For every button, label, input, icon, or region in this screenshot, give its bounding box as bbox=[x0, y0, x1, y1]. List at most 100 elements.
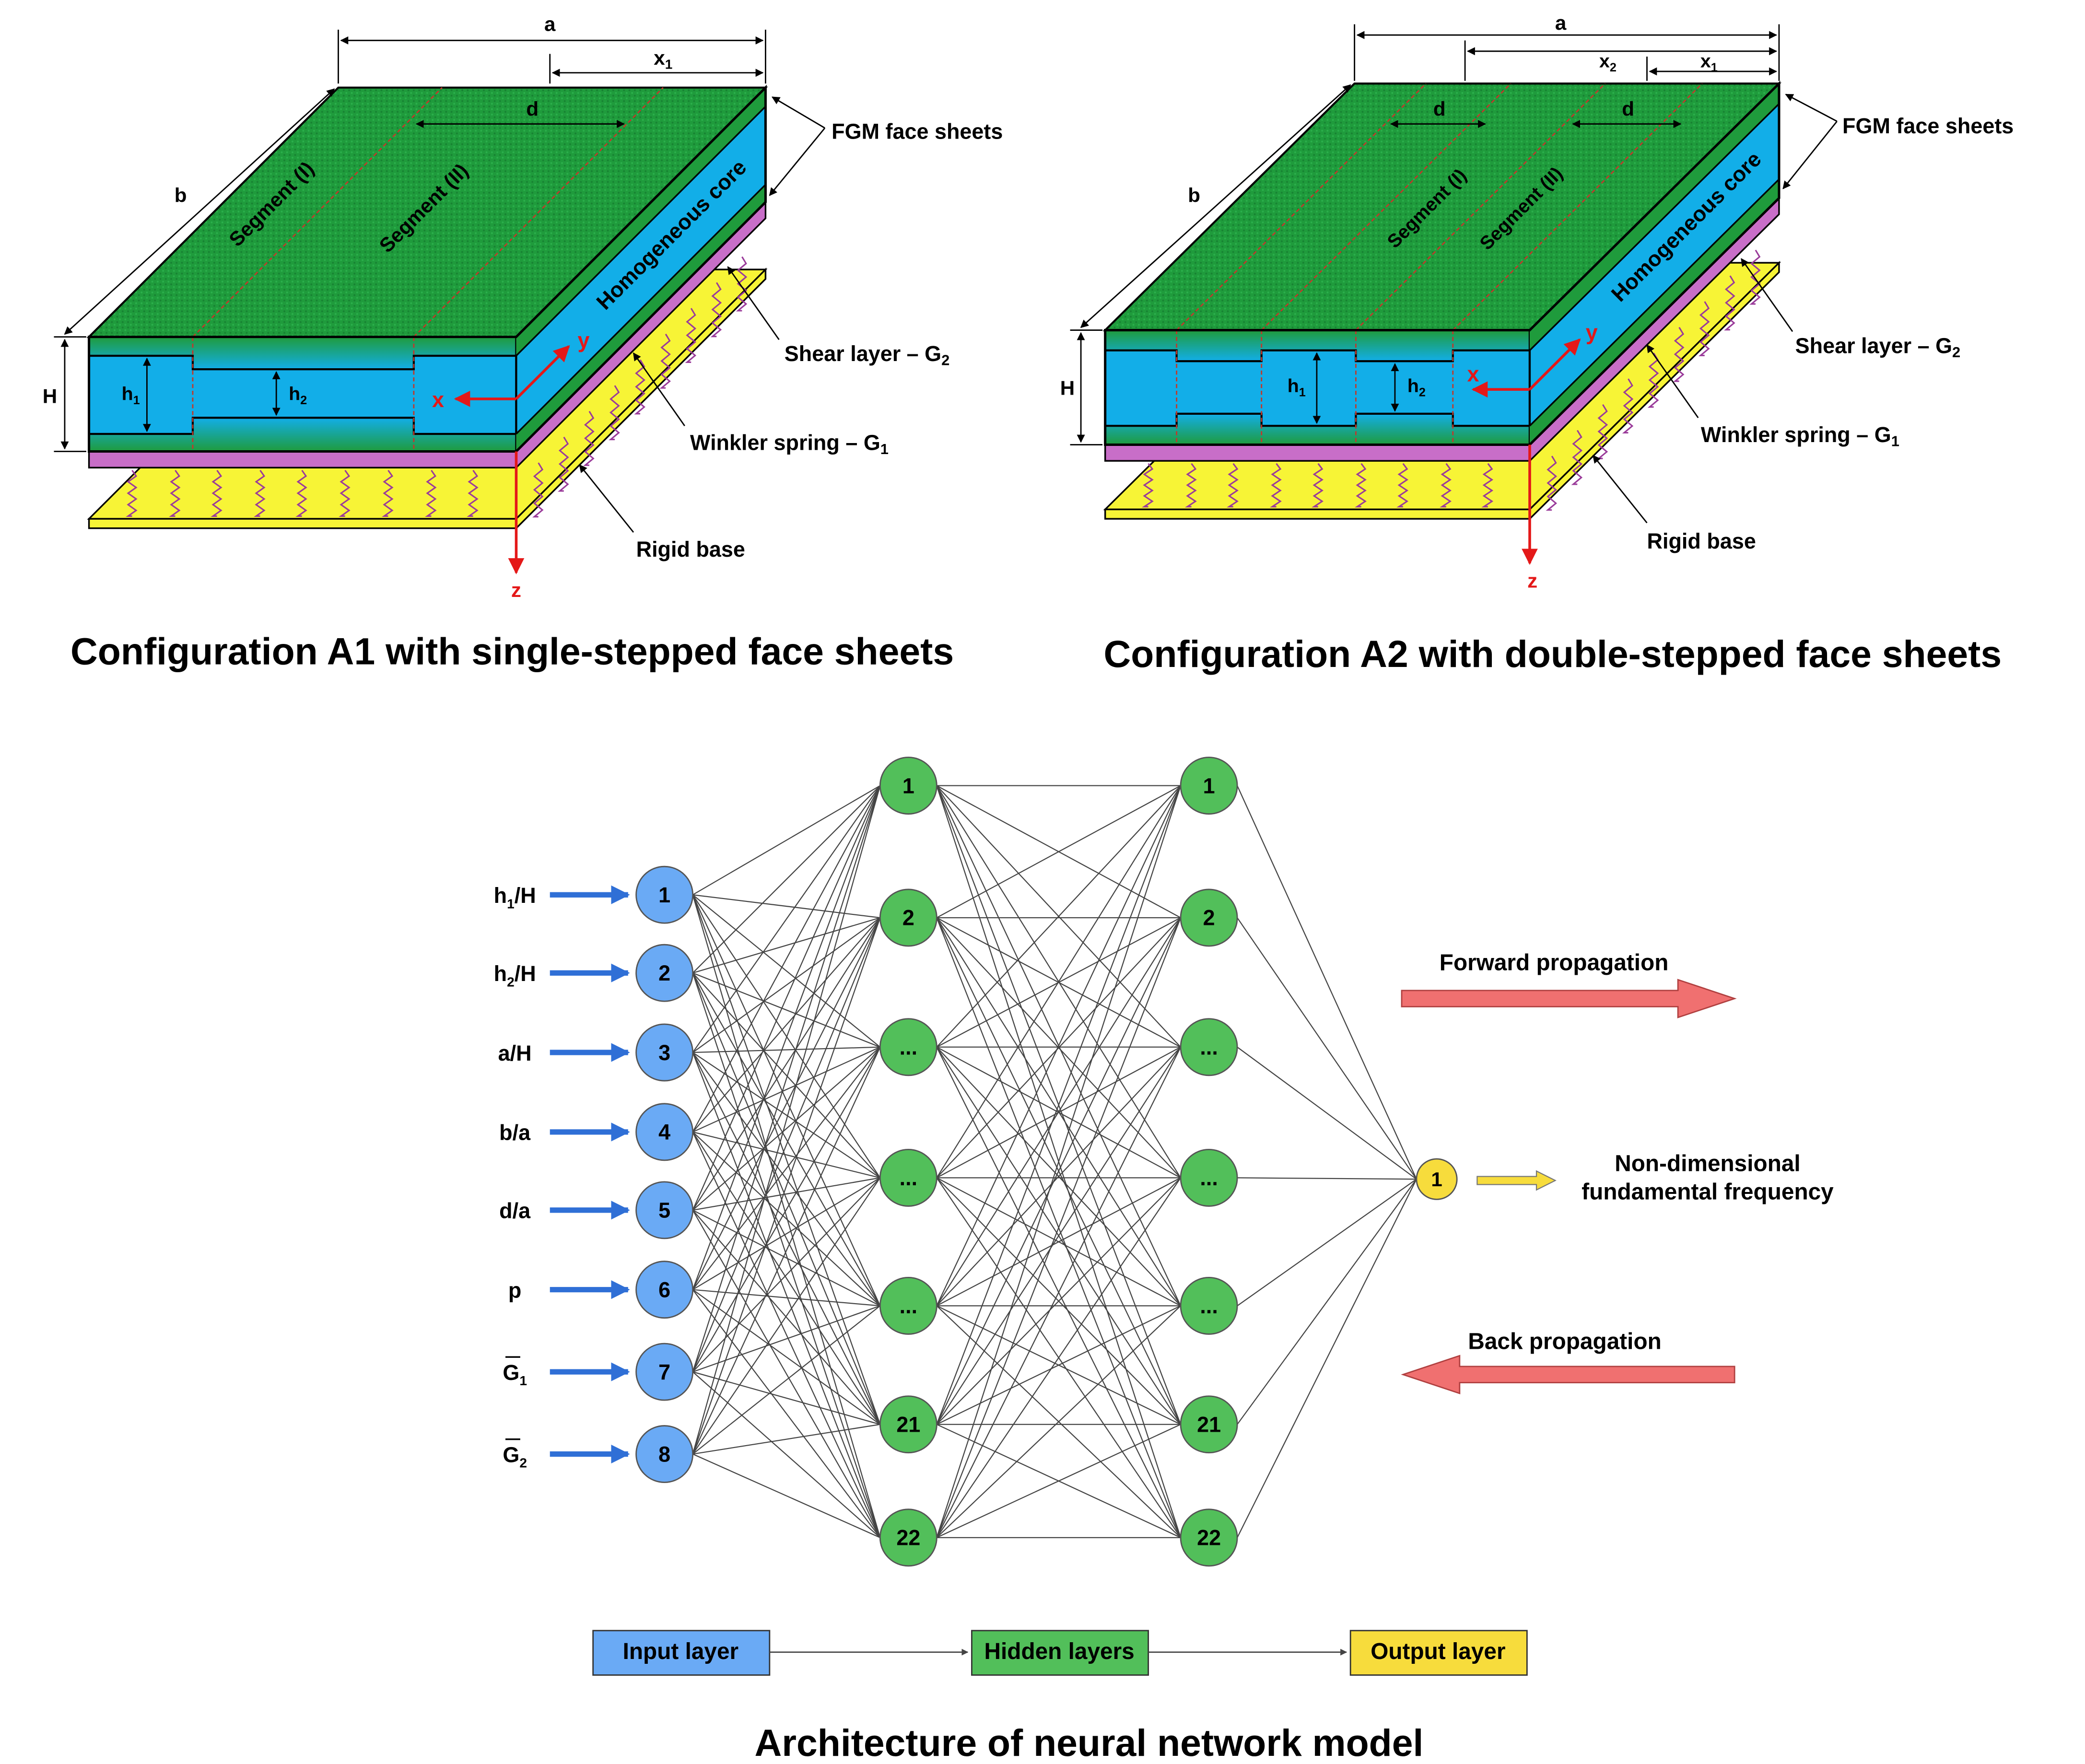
hidden1-node bbox=[879, 1508, 937, 1567]
a1-dim-x1: x1 bbox=[654, 47, 672, 71]
nn-connection bbox=[936, 1047, 1182, 1425]
a2-dim-d-1: d bbox=[1433, 98, 1446, 120]
nn-connection bbox=[692, 1177, 881, 1455]
legend-input-label: Input layer bbox=[623, 1639, 739, 1664]
input-variable-label: a/H bbox=[498, 1041, 532, 1065]
spring-mark bbox=[467, 469, 479, 517]
a1-axis-y: y bbox=[578, 328, 590, 352]
nn-connection bbox=[1237, 1046, 1417, 1180]
nn-connection bbox=[692, 1289, 881, 1538]
nn-connection bbox=[692, 1052, 881, 1307]
a1-dim-d: d bbox=[526, 98, 539, 120]
nn-connection bbox=[692, 1046, 880, 1133]
a2-label-shear: Shear layer – G2 bbox=[1795, 333, 1961, 360]
nn-connection bbox=[692, 1132, 881, 1425]
hidden2-node bbox=[1180, 1395, 1238, 1454]
nn-connection bbox=[692, 785, 881, 1290]
nn-connection bbox=[936, 785, 1182, 1538]
nn-output-layer: 1 bbox=[1416, 1158, 1458, 1200]
spring-mark bbox=[609, 385, 620, 441]
nn-connection bbox=[692, 1305, 880, 1373]
spring-mark bbox=[710, 282, 722, 338]
spring-mark bbox=[1396, 463, 1409, 508]
a1-dim-h1: h1 bbox=[122, 384, 140, 407]
config-a1-diagram: a x1 d b H h1 h2 Segment (I) Segment (II… bbox=[43, 13, 1003, 673]
input-node-label: 4 bbox=[658, 1120, 670, 1145]
spring-mark bbox=[1673, 327, 1685, 382]
a2-bottom-facesheet-front bbox=[1105, 413, 1530, 445]
nn-connection bbox=[692, 917, 881, 1290]
spring-mark bbox=[169, 469, 181, 517]
nn-connection bbox=[692, 972, 881, 1538]
nn-connection bbox=[936, 1047, 1181, 1307]
nn-connection bbox=[936, 1305, 1181, 1538]
a1-bottom-step-line bbox=[89, 417, 516, 435]
nn-connection bbox=[692, 1210, 881, 1425]
nn-connection bbox=[1237, 1179, 1417, 1307]
a2-dim-h1: h1 bbox=[1288, 375, 1306, 399]
nn-connection bbox=[692, 1209, 880, 1307]
spring-mark bbox=[339, 469, 351, 517]
spring-mark bbox=[1185, 463, 1197, 508]
a2-dim-b: b bbox=[1188, 184, 1200, 207]
hidden2-node-label: ... bbox=[1200, 1035, 1218, 1060]
output-node bbox=[1416, 1158, 1458, 1200]
spring-mark bbox=[1724, 275, 1735, 331]
nn-connection bbox=[692, 785, 881, 974]
a1-rigid-base-front bbox=[88, 518, 517, 529]
nn-connection bbox=[936, 917, 1182, 1425]
a1-label-fgm: FGM face sheets bbox=[832, 119, 1003, 143]
input-variable-label: G2 bbox=[503, 1442, 527, 1470]
a2-winkler-springs bbox=[1142, 249, 1761, 511]
nn-connection bbox=[936, 1305, 1181, 1425]
a2-axis-y: y bbox=[1586, 320, 1598, 344]
nn-connection bbox=[692, 1371, 880, 1425]
nn-connection bbox=[692, 894, 881, 1425]
spring-mark bbox=[1270, 463, 1282, 508]
a2-top-step-line bbox=[1105, 349, 1530, 362]
input-node bbox=[635, 1181, 694, 1239]
back-propagation-label: Back propagation bbox=[1468, 1329, 1661, 1354]
nn-connection bbox=[1237, 1179, 1417, 1538]
nn-connection bbox=[936, 785, 1182, 1425]
spring-mark bbox=[558, 436, 569, 492]
hidden1-node bbox=[879, 757, 937, 815]
a2-dim-h2: h2 bbox=[1407, 375, 1426, 399]
a2-rigid-base-front bbox=[1104, 508, 1531, 520]
nn-connection bbox=[692, 894, 881, 1048]
hidden1-node bbox=[879, 1395, 937, 1454]
spring-mark bbox=[1698, 301, 1710, 356]
nn-connection bbox=[936, 1424, 1181, 1538]
hidden1-node bbox=[879, 888, 937, 947]
nn-connection bbox=[936, 917, 1182, 1538]
nn-caption: Architecture of neural network model bbox=[755, 1722, 1424, 1764]
hidden2-node bbox=[1180, 1276, 1238, 1335]
input-variable-label: G1 bbox=[503, 1360, 527, 1388]
nn-connection bbox=[692, 917, 880, 974]
hidden1-node-label: 21 bbox=[896, 1412, 920, 1437]
spring-mark bbox=[1227, 463, 1239, 508]
a1-dim-a: a bbox=[544, 13, 556, 35]
spring-mark bbox=[1749, 249, 1761, 305]
nn-connection bbox=[936, 785, 1181, 918]
a2-label-base: Rigid base bbox=[1647, 529, 1756, 553]
hidden1-node-label: ... bbox=[900, 1294, 917, 1318]
spring-mark bbox=[425, 469, 437, 517]
a1-axis-z: z bbox=[511, 579, 521, 601]
a1-bottom-facesheet-front bbox=[89, 418, 516, 452]
a1-top-step-line bbox=[89, 354, 516, 371]
a2-label-winkler: Winkler spring – G1 bbox=[1701, 422, 1899, 449]
a1-label-winkler: Winkler spring – G1 bbox=[690, 431, 889, 457]
nn-connection bbox=[692, 1177, 880, 1290]
spring-mark bbox=[211, 469, 223, 517]
nn-connection bbox=[692, 894, 881, 1538]
nn-connection bbox=[692, 972, 880, 1048]
nn-connection bbox=[1237, 1179, 1417, 1425]
spring-mark bbox=[532, 462, 544, 518]
nn-connection bbox=[692, 1052, 881, 1425]
nn-connection bbox=[1237, 785, 1417, 1180]
spring-mark bbox=[295, 469, 307, 517]
hidden2-node-label: 1 bbox=[1203, 773, 1215, 798]
nn-connection bbox=[692, 1371, 881, 1538]
